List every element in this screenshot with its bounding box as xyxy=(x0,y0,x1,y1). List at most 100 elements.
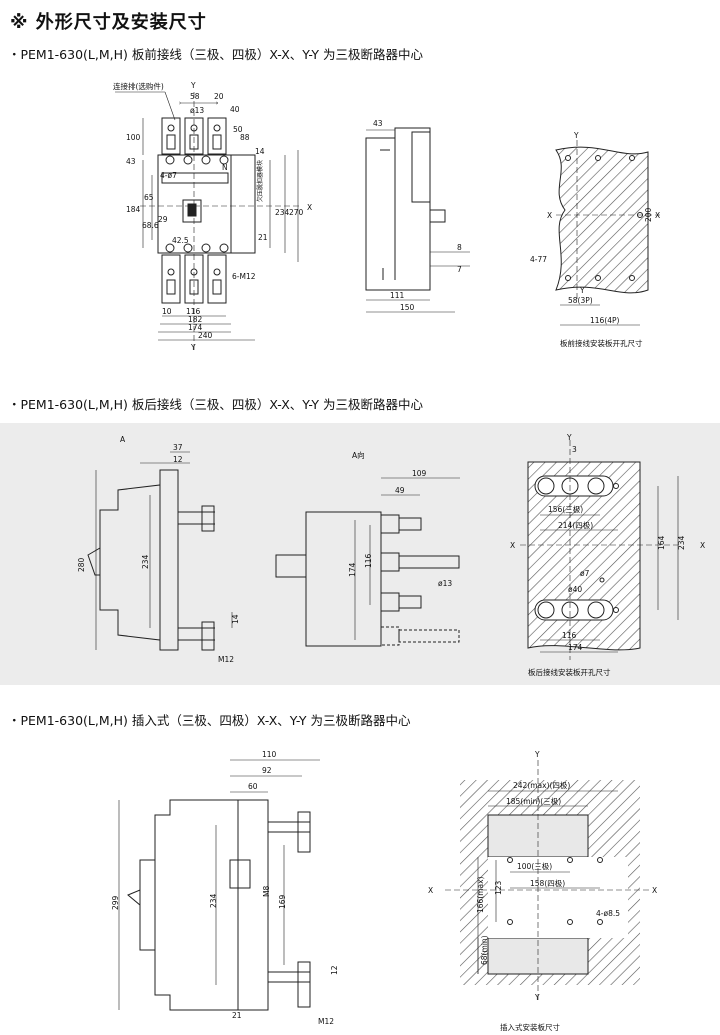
s1-side-labels: 43 8 7 111 150 xyxy=(373,119,462,312)
panel2-axis-x-right: X xyxy=(700,541,705,550)
dim-6-m12: 6-M12 xyxy=(232,272,256,281)
panel3-dim-158: 158(四极) xyxy=(530,878,565,888)
panel3-caption: 插入式安装板尺寸 xyxy=(500,1022,560,1032)
dim-14: 14 xyxy=(255,147,265,156)
s2-side-labels: A 37 12 280 234 14 M12 xyxy=(77,435,240,664)
dim-42-5: 42.5 xyxy=(172,236,189,245)
panel2-dim-3: 3 xyxy=(572,445,577,454)
s2-a-caption: A向 xyxy=(352,450,365,460)
s3-dim-m8: M8 xyxy=(262,886,271,897)
panel1-dim-116: 116(4P) xyxy=(590,316,620,325)
side-dim-111: 111 xyxy=(390,291,405,300)
panel2-dim-d7: ø7 xyxy=(580,569,590,578)
dim-174: 174 xyxy=(188,323,203,332)
panel3-axis-x-right: X xyxy=(652,886,657,895)
s2-dim-12: 12 xyxy=(173,455,183,464)
s2-panel-cutout: X X Y 3 156(三极) 214(四极) ø7 ø40 164 234 1… xyxy=(510,433,705,677)
section-heading-front-connection: ・PEM1-630(L,M,H) 板前接线（三极、四极）X-X、Y-Y 为三极断… xyxy=(8,47,424,62)
panel2-dim-156: 156(三极) xyxy=(548,504,583,514)
side-dim-150: 150 xyxy=(400,303,415,312)
panel3-dim-242: 242(max)(四极) xyxy=(513,780,570,790)
dim-4-d7: 4-ø7 xyxy=(160,171,177,180)
s3-dim-m12: M12 xyxy=(318,1017,334,1026)
s3-panel: Y Y X X 242(max)(四极) 185(min)(三极) 100(三极… xyxy=(428,750,657,1032)
dim-184: 184 xyxy=(126,205,141,214)
dim-10: 10 xyxy=(162,307,172,316)
panel1-axis-y-bottom: Y xyxy=(579,286,585,295)
dim-240: 240 xyxy=(198,331,213,340)
s2-dim-116: 116 xyxy=(364,553,373,568)
side-dim-8: 8 xyxy=(457,243,462,252)
panel1-dim-200: 200 xyxy=(644,207,653,222)
dim-116: 116 xyxy=(186,307,201,316)
s2-dim-37: 37 xyxy=(173,443,183,452)
panel2-axis-x-left: X xyxy=(510,541,515,550)
panel2-dim-234: 234 xyxy=(677,535,686,550)
panel3-dim-holes: 4-ø8.5 xyxy=(596,909,620,918)
panel1-caption: 板前接线安装板开孔尺寸 xyxy=(560,338,643,348)
s3-dim-110: 110 xyxy=(262,750,277,759)
s2-dim-14: 14 xyxy=(231,614,240,624)
panel3-axis-y-top: Y xyxy=(534,750,540,759)
page-title: ※ 外形尺寸及安装尺寸 xyxy=(10,12,207,33)
s2-dim-m12: M12 xyxy=(218,655,234,664)
panel3-dim-123: 123 xyxy=(494,880,503,895)
panel1-dim-58: 58(3P) xyxy=(568,296,593,305)
panel3-axis-x-left: X xyxy=(428,886,433,895)
dim-d13: ø13 xyxy=(190,106,204,115)
dim-182: 182 xyxy=(188,315,203,324)
s2-dim-174: 174 xyxy=(348,562,357,577)
dim-43: 43 xyxy=(126,157,136,166)
label-n: N xyxy=(222,163,228,172)
side-dim-43: 43 xyxy=(373,119,383,128)
panel1-axis-y-top: Y xyxy=(573,131,579,140)
panel3-dim-100: 100(三极) xyxy=(517,861,552,871)
dim-65: 65 xyxy=(144,193,154,202)
s3-dim-169: 169 xyxy=(278,894,287,909)
dim-270: 270 xyxy=(289,208,304,217)
s2-dim-280: 280 xyxy=(77,557,86,572)
s3-dim-12: 12 xyxy=(330,965,339,975)
s2-a-view xyxy=(275,477,460,647)
panel3-dim-68: 68(min) xyxy=(480,935,489,965)
panel1-dim-holes: 4-77 xyxy=(530,255,547,264)
s2-dim-234: 234 xyxy=(141,554,150,569)
s2-side-view xyxy=(87,451,233,651)
panel2-dim-d40: ø40 xyxy=(568,585,582,594)
dim-68-6: 68.6 xyxy=(142,221,159,230)
dim-21: 21 xyxy=(258,233,268,242)
panel3-dim-185: 185(min)(三极) xyxy=(506,796,561,806)
s1-side-view xyxy=(365,127,470,313)
dim-40: 40 xyxy=(230,105,240,114)
dim-50: 50 xyxy=(233,125,243,134)
s1-panel-cutout: X X Y Y 4-77 58(3P) 116(4P) 200 板前接线安装板开… xyxy=(530,131,660,348)
panel1-axis-x-left: X xyxy=(547,211,552,220)
section-heading-rear-connection: ・PEM1-630(L,M,H) 板后接线（三极、四极）X-X、Y-Y 为三极断… xyxy=(8,397,424,412)
axis-y-top: Y xyxy=(190,81,196,90)
s3-side-view xyxy=(118,759,320,1011)
dim-100: 100 xyxy=(126,133,141,142)
s1-front-labels: 连接排(选购件) 58 ø13 20 40 50 88 100 43 4-ø7 … xyxy=(113,81,312,352)
axis-x: X xyxy=(307,203,312,212)
panel2-dim-214: 214(四极) xyxy=(558,520,593,530)
panel3-axis-y-bottom: Y xyxy=(534,993,540,1002)
s3-dim-299: 299 xyxy=(111,895,120,910)
dim-29: 29 xyxy=(158,215,168,224)
s2-dim-49: 49 xyxy=(395,486,405,495)
s3-side-labels: 110 92 60 299 234 169 M8 12 21 M12 xyxy=(111,750,339,1026)
panel2-dim-116: 116 xyxy=(562,631,577,640)
s1-front-view xyxy=(115,91,300,350)
connector-note: 连接排(选购件) xyxy=(113,81,164,91)
s2-dim-d13: ø13 xyxy=(438,579,452,588)
s2-a-view-labels: A向 109 49 174 116 ø13 xyxy=(348,450,452,588)
panel1-axis-x-right: X xyxy=(655,211,660,220)
panel2-caption: 板后接线安装板开孔尺寸 xyxy=(528,667,611,677)
s3-dim-60: 60 xyxy=(248,782,258,791)
s2-a-label: A xyxy=(120,435,126,444)
s3-dim-92: 92 xyxy=(262,766,272,775)
panel2-axis-y: Y xyxy=(566,433,572,442)
s3-dim-234: 234 xyxy=(209,893,218,908)
dim-58: 58 xyxy=(190,92,200,101)
side-dim-7: 7 xyxy=(457,265,462,274)
dim-234: 234 xyxy=(275,208,290,217)
